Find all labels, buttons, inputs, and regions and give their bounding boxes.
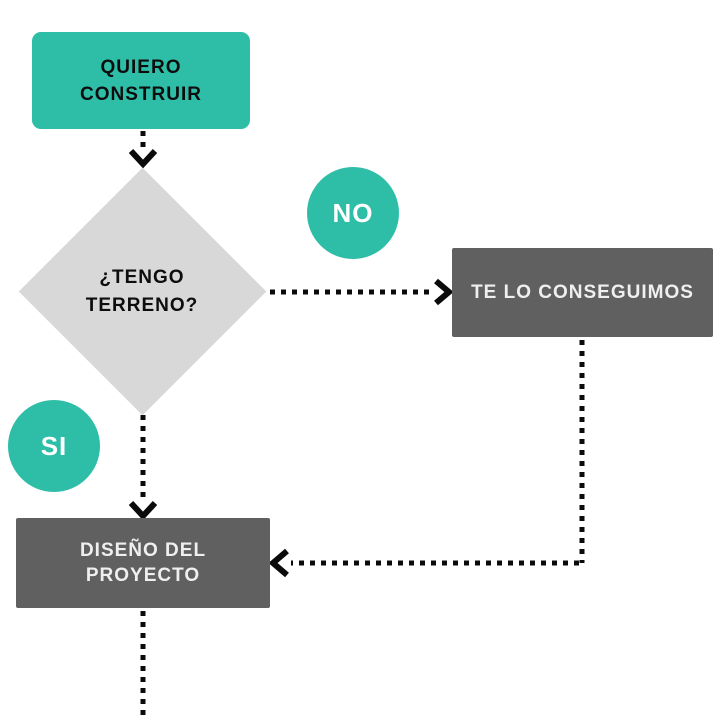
node-te-lo-conseguimos: TE LO CONSEGUIMOS <box>452 248 713 337</box>
arrowhead-left <box>268 548 289 578</box>
arrowhead-down-1 <box>128 148 158 169</box>
edge-label-si-badge: SI <box>8 400 100 492</box>
node-diseno-del-proyecto-label: DISEÑO DEL PROYECTO <box>79 540 207 586</box>
node-tengo-terreno-label-wrap: ¿TENGO TERRENO? <box>32 262 252 322</box>
node-quiero-construir-label: QUIERO CONSTRUIR <box>80 56 202 105</box>
node-tengo-terreno-label: ¿TENGO TERRENO? <box>85 267 199 316</box>
edge-label-no-badge: NO <box>307 167 399 259</box>
node-diseno-del-proyecto: DISEÑO DEL PROYECTO <box>16 518 270 608</box>
edge-label-si: SI <box>40 430 68 461</box>
node-quiero-construir: QUIERO CONSTRUIR <box>32 32 250 129</box>
arrowhead-down-2 <box>128 500 158 521</box>
arrowhead-right <box>434 278 454 306</box>
node-te-lo-conseguimos-label: TE LO CONSEGUIMOS <box>471 281 694 303</box>
edge-label-no: NO <box>332 197 374 228</box>
